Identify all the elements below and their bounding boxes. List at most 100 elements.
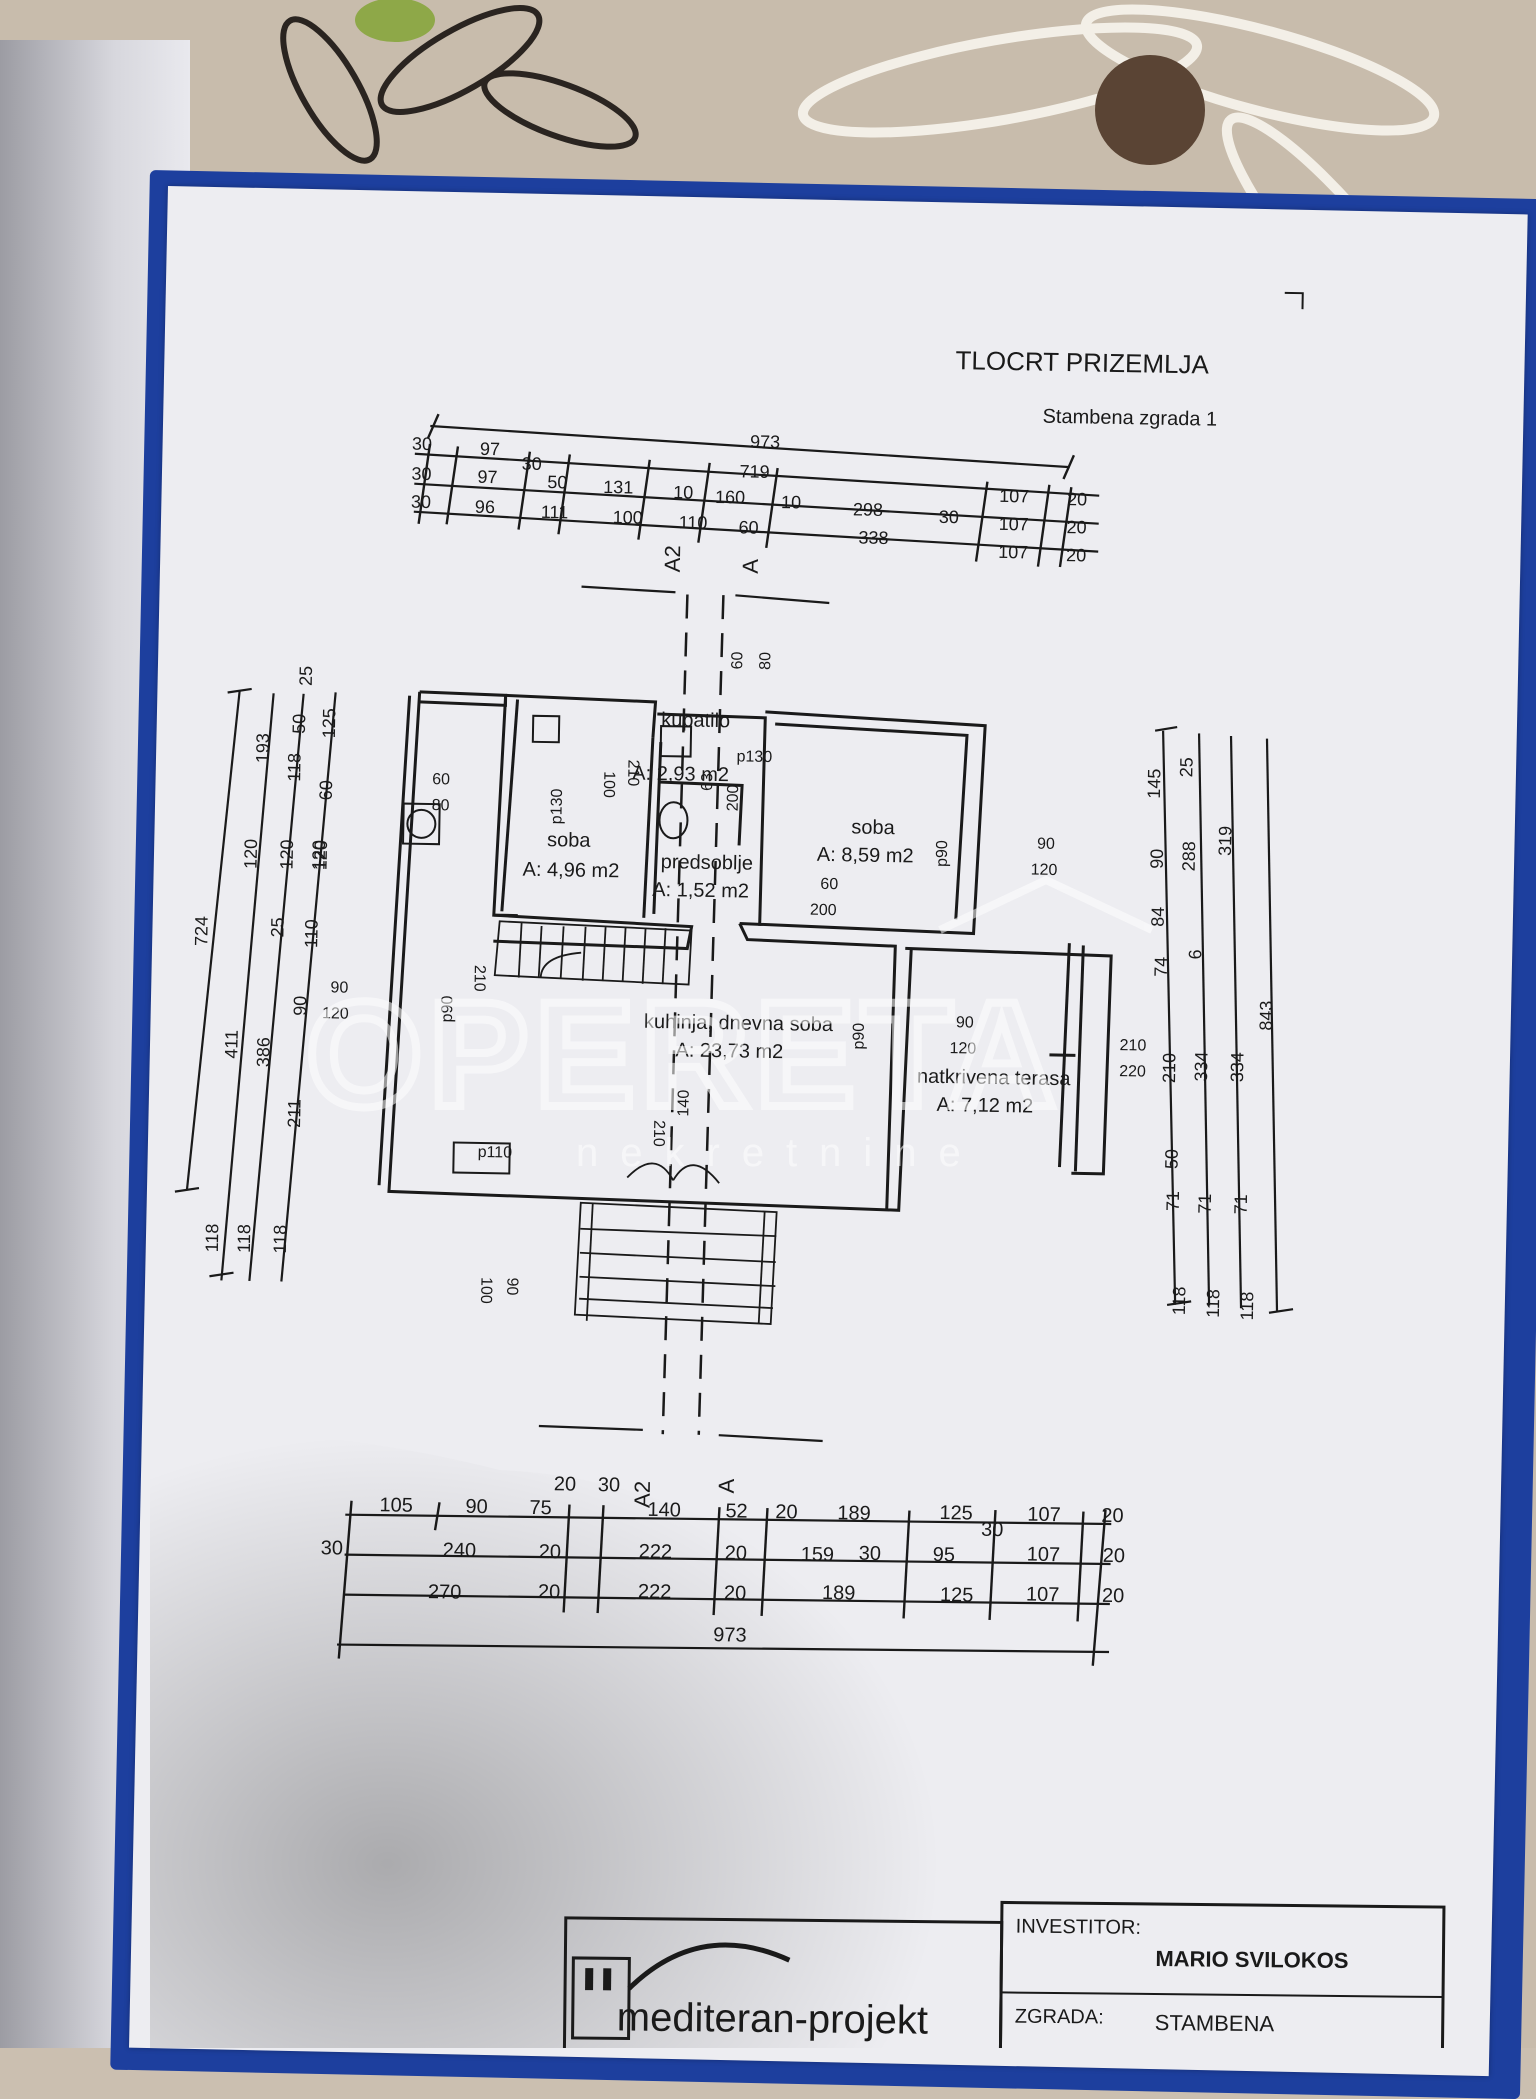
right-dim-label: 145 <box>1144 768 1165 798</box>
company-logo-text: mediteran-projekt <box>617 1995 929 2042</box>
top-dimension-lines <box>413 413 1100 568</box>
top-dim-label: 20 <box>1066 517 1086 537</box>
top-dim-label: 160 <box>715 487 745 508</box>
door-label: p90 <box>934 840 951 867</box>
right-dim-label: 71 <box>1231 1194 1251 1214</box>
top-dim-label: 131 <box>603 477 633 498</box>
top-dim-label: 719 <box>739 461 769 482</box>
top-dim-label: 97 <box>480 439 500 459</box>
right-dim-label: 84 <box>1148 907 1168 927</box>
room-predsoblje-name: predsoblje <box>661 851 754 875</box>
left-dim-label: 90 <box>290 996 310 1016</box>
opening-label: 90 <box>956 1014 974 1031</box>
left-dim-label: 386 <box>253 1037 274 1067</box>
right-dim-label: 334 <box>1191 1051 1212 1081</box>
right-dim-label: 50 <box>1161 1149 1181 1169</box>
door-label: p130 <box>736 748 772 766</box>
opening-label: 63 <box>699 773 716 791</box>
top-dim-label: 97 <box>477 467 497 487</box>
bottom-dim-label: 189 <box>837 1502 871 1525</box>
staircase <box>493 920 693 986</box>
bottom-dim-label: 95 <box>932 1544 955 1566</box>
top-dim-overall: 973 <box>750 432 780 453</box>
left-dim-label: 25 <box>296 666 316 686</box>
top-dim-label: 20 <box>1066 545 1086 565</box>
left-dim-label: 120 <box>309 840 330 870</box>
top-dim-label: 110 <box>678 512 707 532</box>
right-dim-label: 319 <box>1215 826 1236 856</box>
right-dim-label: 25 <box>1176 757 1196 777</box>
opening-label: 80 <box>432 797 450 814</box>
left-dim-overall: 724 <box>191 916 212 946</box>
company-logo: mediteran-projekt <box>571 1942 929 2043</box>
room-soba-1-area: A: 4,96 m2 <box>522 859 619 883</box>
watermark-brand: OPERETA <box>306 970 1062 1138</box>
right-dim-label: 210 <box>1159 1053 1180 1083</box>
building-walls <box>377 690 1113 1212</box>
opening-label: 100 <box>600 771 617 798</box>
document-subtitle: Stambena zgrada 1 <box>1042 406 1217 431</box>
opening-label: 210 <box>470 965 487 992</box>
top-dim-label: 30 <box>412 434 432 454</box>
fixtures <box>402 714 693 1175</box>
bottom-dim-label: 20 <box>1101 1505 1124 1527</box>
room-soba-2-name: soba <box>851 816 896 839</box>
left-dim-label: 50 <box>289 714 309 734</box>
left-dim-label: 110 <box>301 919 321 948</box>
right-dim-label: 90 <box>1147 849 1167 869</box>
right-dim-label: 334 <box>1227 1052 1248 1082</box>
top-dim-label: 30 <box>521 454 541 474</box>
opening-label: 220 <box>1119 1063 1146 1080</box>
room-soba-2-area: A: 8,59 m2 <box>817 844 914 868</box>
top-dim-label: 96 <box>475 497 495 517</box>
top-dim-label: 30 <box>939 507 959 527</box>
bottom-dim-label: 107 <box>1026 1584 1060 1607</box>
right-dim-label: 6 <box>1185 949 1205 959</box>
opening-label: 90 <box>1037 836 1055 853</box>
building-value: STAMBENA <box>1155 2010 1275 2036</box>
bottom-dim-label: 20 <box>775 1501 798 1523</box>
right-dim-label: 74 <box>1151 957 1171 977</box>
opening-label: 200 <box>725 784 742 811</box>
section-mark-a2-top: A2 <box>660 545 685 572</box>
opening-label: 100 <box>477 1277 494 1304</box>
left-dim-label: 120 <box>311 840 332 870</box>
right-dimension-lines <box>1154 725 1294 1314</box>
bottom-dim-label: 125 <box>940 1584 974 1607</box>
top-dim-label: 50 <box>547 472 567 492</box>
investor-label: INVESTITOR: <box>1016 1916 1141 1939</box>
opening-label: 120 <box>322 1005 349 1022</box>
document-title: TLOCRT PRIZEMLJA <box>955 345 1209 379</box>
opening-label: 60 <box>729 651 746 669</box>
room-kuhinja-name: kuhinja, dnevna soba <box>644 1011 834 1036</box>
door-label: p130 <box>548 788 566 824</box>
left-dim-label: 118 <box>234 1224 254 1253</box>
opening-label: 80 <box>757 652 774 670</box>
bottom-dim-label: 20 <box>1103 1545 1126 1567</box>
left-dim-label: 211 <box>284 1099 304 1128</box>
bottom-dim-label: 52 <box>725 1500 748 1522</box>
bottom-dim-label: 30 <box>981 1519 1004 1541</box>
left-dim-label: 118 <box>284 753 304 782</box>
room-kuhinja-area: A: 23,73 m2 <box>675 1039 783 1063</box>
opening-label: 210 <box>650 1120 667 1147</box>
top-dim-label: 30 <box>411 492 431 512</box>
left-dimension-lines <box>174 687 337 1282</box>
room-predsoblje-area: A: 1,52 m2 <box>652 879 749 903</box>
room-terasa-name: natkrivena terasa <box>917 1066 1072 1091</box>
bottom-dim-label: 20 <box>1102 1585 1125 1607</box>
opening-label: 90 <box>330 979 348 996</box>
right-dim-label: 118 <box>1237 1291 1257 1320</box>
top-dim-label: 20 <box>1067 489 1087 509</box>
floor-plan-drawing: TLOCRT PRIZEMLJA Stambena zgrada 1 <box>150 291 1446 2048</box>
right-dim-label: 288 <box>1179 841 1200 871</box>
top-dim-label: 338 <box>858 527 888 548</box>
right-dim-label: 118 <box>1169 1286 1189 1315</box>
bottom-dim-label: 107 <box>1027 1504 1061 1527</box>
door-label: p90 <box>439 995 456 1022</box>
top-dim-label: 107 <box>998 542 1028 563</box>
entrance-stair <box>573 1162 778 1326</box>
left-dim-label: 125 <box>319 708 340 738</box>
left-dim-label: 118 <box>270 1225 290 1254</box>
opening-label: 210 <box>1119 1037 1146 1054</box>
